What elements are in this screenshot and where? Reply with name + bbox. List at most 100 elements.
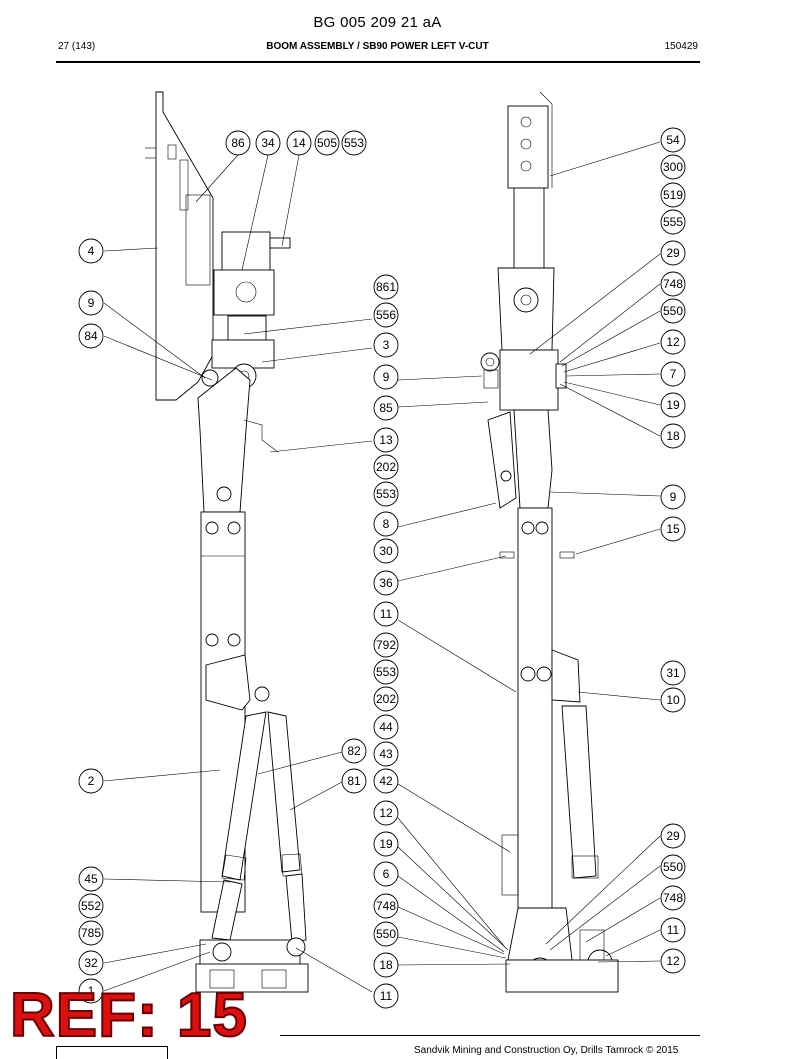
svg-text:792: 792 [376, 638, 396, 652]
svg-text:556: 556 [376, 308, 396, 322]
main-beam-front [517, 507, 553, 909]
callout-202-mid2: 202 [373, 686, 399, 712]
svg-text:555: 555 [663, 215, 683, 229]
rotation-actuator [221, 231, 271, 273]
callout-550-mid: 550 [373, 921, 399, 947]
svg-text:31: 31 [666, 666, 680, 680]
callout-86: 86 [225, 130, 251, 156]
svg-text:15: 15 [666, 522, 680, 536]
top-bracket [507, 105, 549, 189]
callout-10: 10 [660, 687, 686, 713]
callout-553: 553 [341, 130, 367, 156]
swing-bracket [211, 339, 275, 369]
callout-81: 81 [341, 768, 367, 794]
svg-text:7: 7 [670, 367, 677, 381]
callout-30: 30 [373, 538, 399, 564]
callout-8: 8 [373, 511, 399, 537]
callout-550: 550 [660, 298, 686, 324]
svg-text:18: 18 [379, 958, 393, 972]
svg-text:19: 19 [666, 398, 680, 412]
svg-text:11: 11 [667, 923, 680, 937]
svg-text:785: 785 [81, 926, 101, 940]
reference-stamp: REF: 15 [9, 981, 248, 1050]
callout-555: 555 [660, 209, 686, 235]
svg-text:13: 13 [379, 433, 393, 447]
svg-text:43: 43 [379, 747, 393, 761]
svg-text:18: 18 [666, 429, 680, 443]
svg-text:550: 550 [376, 927, 396, 941]
callout-11: 11 [373, 601, 399, 627]
svg-text:11: 11 [380, 989, 393, 1003]
callout-31: 31 [660, 660, 686, 686]
section-title: BOOM ASSEMBLY / SB90 POWER LEFT V-CUT [266, 41, 489, 52]
callout-85: 85 [373, 395, 399, 421]
callout-19: 19 [660, 392, 686, 418]
front-cylinder [561, 705, 597, 879]
svg-text:11: 11 [380, 607, 393, 621]
callout-7: 7 [660, 361, 686, 387]
callout-44: 44 [373, 714, 399, 740]
callout-54: 54 [660, 127, 686, 153]
callout-group: 86 34 14 505 553 4 9 84 82 2 81 45 552 7… [78, 127, 686, 1009]
svg-text:9: 9 [383, 370, 390, 384]
callout-4: 4 [78, 238, 104, 264]
svg-text:505: 505 [317, 136, 337, 150]
callout-300: 300 [660, 154, 686, 180]
svg-text:44: 44 [379, 720, 393, 734]
callout-202: 202 [373, 454, 399, 480]
svg-text:3: 3 [383, 338, 390, 352]
callout-748-right2: 748 [660, 885, 686, 911]
svg-text:519: 519 [663, 188, 683, 202]
svg-text:29: 29 [666, 829, 680, 843]
lift-cylinder [267, 711, 301, 873]
svg-text:19: 19 [379, 837, 393, 851]
svg-text:9: 9 [88, 296, 95, 310]
svg-text:550: 550 [663, 304, 683, 318]
callout-748: 748 [660, 271, 686, 297]
callout-45: 45 [78, 866, 104, 892]
svg-text:42: 42 [379, 774, 393, 788]
svg-text:45: 45 [84, 872, 98, 886]
callout-861: 861 [373, 274, 399, 300]
svg-text:86: 86 [231, 136, 245, 150]
callout-1: 1 [78, 978, 104, 1004]
page-number: 27 (143) [58, 41, 96, 52]
callout-553-mid: 553 [373, 481, 399, 507]
callout-552: 552 [78, 893, 104, 919]
callout-792: 792 [373, 632, 399, 658]
callout-748-mid: 748 [373, 893, 399, 919]
svg-text:85: 85 [379, 401, 393, 415]
callout-785: 785 [78, 920, 104, 946]
callout-19-mid: 19 [373, 831, 399, 857]
svg-text:553: 553 [376, 487, 396, 501]
svg-text:202: 202 [376, 460, 396, 474]
svg-text:30: 30 [379, 544, 393, 558]
swivel-joint [499, 349, 559, 411]
svg-text:36: 36 [379, 576, 393, 590]
svg-text:6: 6 [383, 867, 390, 881]
callout-15: 15 [660, 516, 686, 542]
header-rule [56, 61, 700, 63]
copyright-text: Sandvik Mining and Construction Oy, Dril… [414, 1045, 679, 1056]
callout-519: 519 [660, 182, 686, 208]
callout-84: 84 [78, 323, 104, 349]
callout-12-right2: 12 [660, 948, 686, 974]
callout-18-mid: 18 [373, 952, 399, 978]
callout-9-mid: 9 [373, 364, 399, 390]
callout-82: 82 [341, 738, 367, 764]
document-id: BG 005 209 21 aA [313, 14, 442, 31]
swing-arm [487, 411, 517, 509]
callout-9: 9 [78, 290, 104, 316]
svg-text:12: 12 [666, 954, 680, 968]
callout-12-mid: 12 [373, 800, 399, 826]
callout-36: 36 [373, 570, 399, 596]
callout-6: 6 [373, 861, 399, 887]
svg-text:4: 4 [88, 244, 95, 258]
svg-text:748: 748 [376, 899, 396, 913]
footer-rule [280, 1035, 700, 1036]
left-boom-view [145, 91, 309, 993]
callout-32: 32 [78, 950, 104, 976]
callout-553-mid2: 553 [373, 659, 399, 685]
svg-text:748: 748 [663, 891, 683, 905]
mounting-plate [155, 91, 214, 401]
